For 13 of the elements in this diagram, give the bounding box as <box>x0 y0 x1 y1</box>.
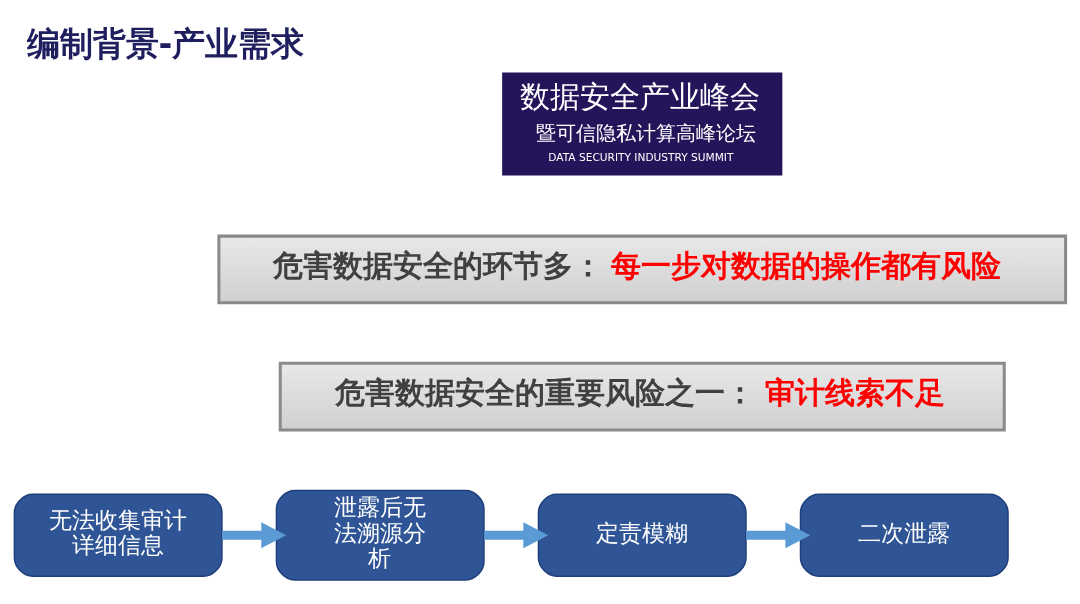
node-box: 泄露后无法溯源分析 <box>275 489 485 581</box>
label: DATA SECURITY INDUSTRY SUMMIT <box>548 151 734 164</box>
label: 数据安全产业峰会 <box>519 79 760 115</box>
diagram-title: 编制背景-产业需求 <box>26 24 305 64</box>
arrow <box>484 522 549 549</box>
node-box: 危害数据安全的重要风险之一： 审计线索不足 <box>278 361 1006 432</box>
arrow <box>222 522 287 549</box>
node-box: 危害数据安全的环节多： 每一步对数据的操作都有风险 <box>217 234 1068 305</box>
label: 暨可信隐私计算高峰论坛 <box>536 121 757 145</box>
node-box: 无法收集审计详细信息 <box>13 493 223 577</box>
node-box: 二次泄露 <box>799 493 1009 577</box>
node-box: 定责模糊 <box>537 493 747 577</box>
arrow <box>746 522 811 549</box>
